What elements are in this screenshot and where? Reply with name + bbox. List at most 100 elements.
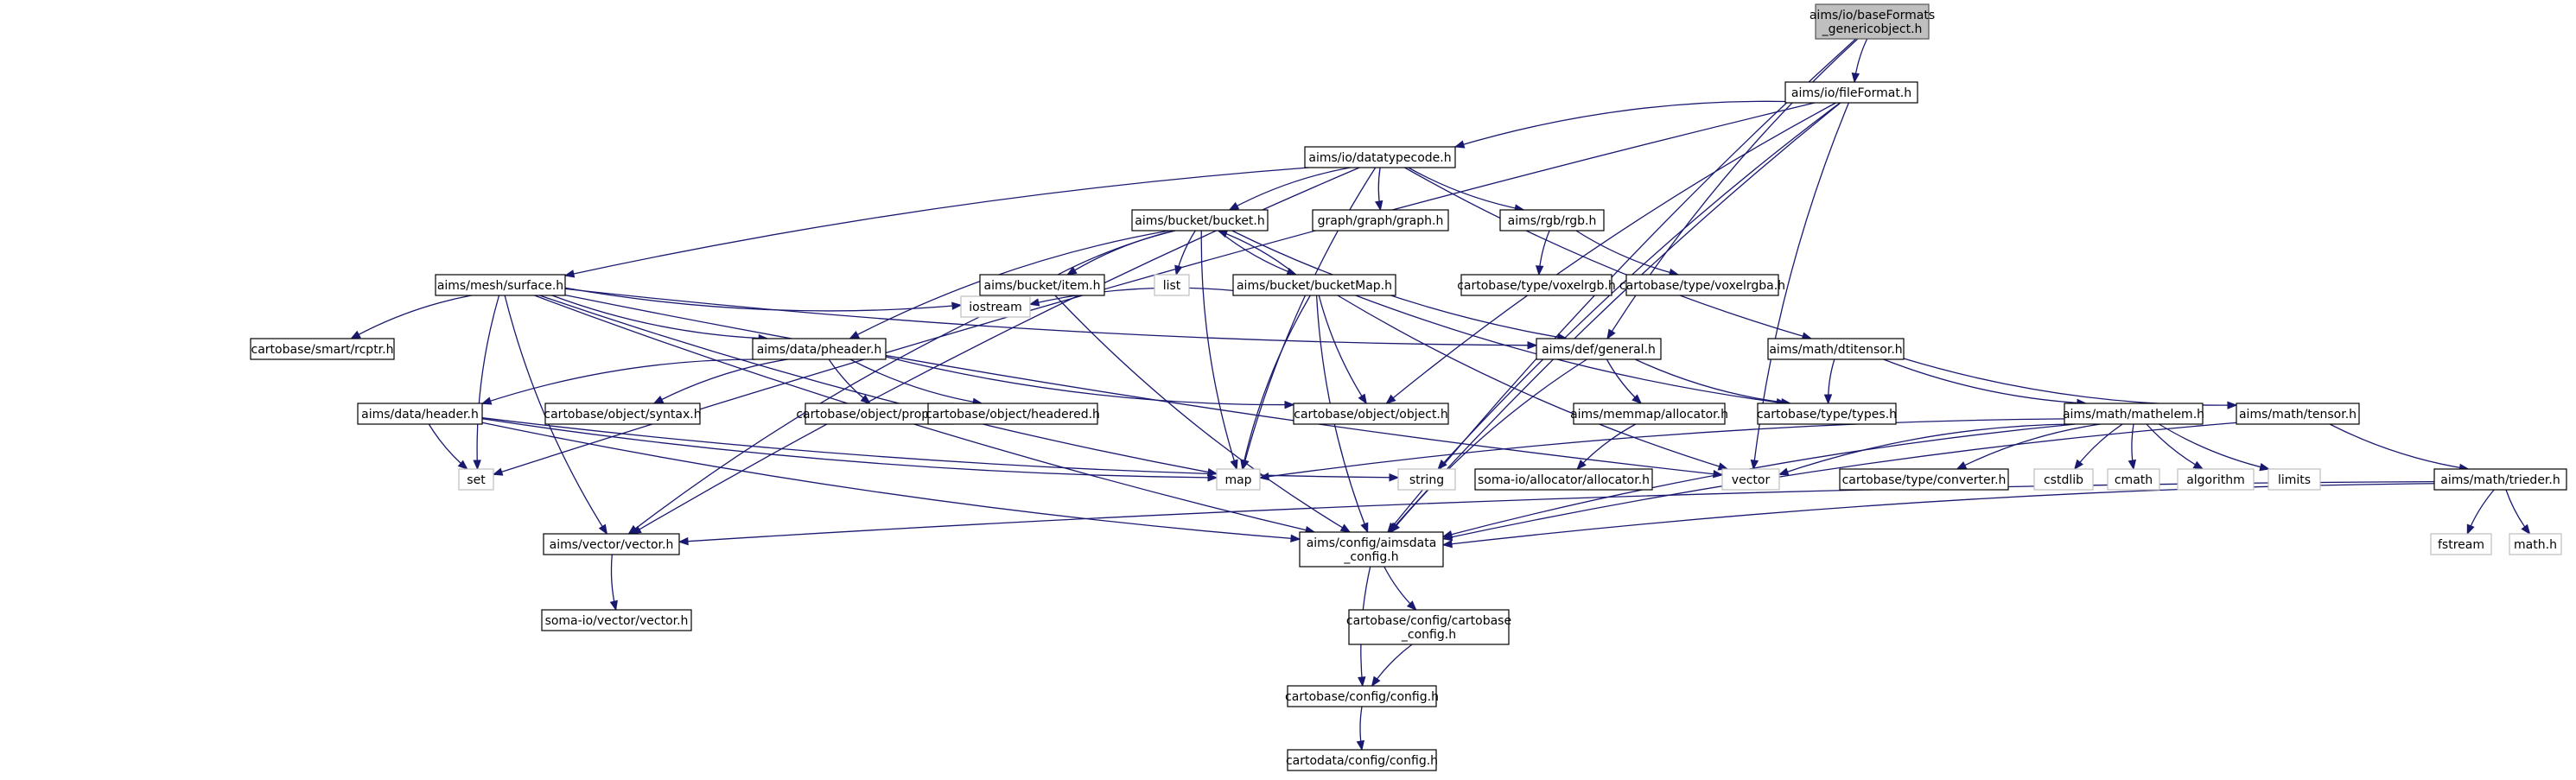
node-cartobaseconfig[interactable]: cartobase/config/cartobase_config.h [1346,609,1511,645]
node-label: aims/data/pheader.h [757,343,882,357]
node-bucketMap[interactable]: aims/bucket/bucketMap.h [1232,274,1396,296]
node-box [752,338,887,360]
node-general[interactable]: aims/def/general.h [1536,338,1662,360]
node-label: aims/bucket/item.h [984,279,1101,293]
edge-allocatorh-to-somaalloc [1576,423,1637,470]
node-box [1536,338,1662,360]
edge-arrowhead [1535,265,1544,276]
node-syntax[interactable]: cartobase/object/syntax.h [544,403,702,425]
node-aimsvector[interactable]: aims/vector/vector.h [543,533,680,555]
edge-mathelem-to-cstdlib [2074,423,2123,470]
node-box [2064,403,2204,425]
edge-mathelem-to-algorithm [2146,423,2204,470]
node-string: string [1397,468,1456,491]
node-label: _config.h [1343,550,1398,564]
node-box [1216,468,1261,491]
node-config[interactable]: cartobase/config/config.h [1285,685,1439,707]
edge-bucketMap-to-map [1242,295,1311,470]
edge-surface-to-vector [564,295,1723,476]
node-rgb[interactable]: aims/rgb/rgb.h [1499,209,1605,231]
edge-arrowhead [951,301,963,310]
edge-bucket-to-item [1066,230,1175,276]
node-header[interactable]: aims/data/header.h [357,403,483,425]
edge-arrowhead [1360,522,1369,534]
edge-bucketMap-to-bucket [1218,230,1297,276]
node-tensor[interactable]: aims/math/tensor.h [2236,403,2360,425]
edge-trieder-to-aimsdata [1442,483,2435,546]
node-dtitensor[interactable]: aims/math/dtitensor.h [1767,338,1905,360]
node-label: cartobase/config/cartobase [1346,614,1511,628]
edge-bucketMap-to-vector [1337,295,1728,470]
node-voxelrgba[interactable]: cartobase/type/voxelrgba.h [1619,274,1785,296]
node-headered[interactable]: cartobase/object/headered.h [925,403,1100,425]
node-box [1573,403,1726,425]
edge-arrowhead [1284,400,1295,409]
edge-arrowhead [1956,461,1968,470]
node-box [1287,685,1437,707]
node-label: cartobase/smart/rcptr.h [251,343,394,357]
nodes-layer: aims/io/baseFormats_genericobject.h aims/… [250,3,2567,771]
node-bucket[interactable]: aims/bucket/bucket.h [1131,209,1269,231]
node-box [2236,403,2360,425]
edge-arrowhead [627,524,639,535]
edge-arrowhead [1339,523,1352,533]
node-somaalloc[interactable]: soma-io/allocator/allocator.h [1474,468,1653,491]
node-allocatorh[interactable]: aims/memmap/allocator.h [1570,403,1728,425]
node-aimsdata[interactable]: aims/config/aimsdata_config.h [1299,531,1444,568]
edge-dtitensor-to-mathelem [1883,358,2086,404]
node-trieder[interactable]: aims/math/trieder.h [2433,468,2567,491]
node-graph[interactable]: graph/graph/graph.h [1312,209,1449,231]
node-label: cartobase/config/config.h [1285,690,1439,704]
edge-arrowhead [1207,473,1218,482]
node-voxelrgb[interactable]: cartobase/type/voxelrgb.h [1457,274,1616,296]
node-pheader[interactable]: aims/data/pheader.h [752,338,887,360]
edge-arrowhead [1385,394,1396,404]
node-cmath: cmath [2107,468,2160,491]
node-box [1784,81,1918,104]
node-rcptr[interactable]: cartobase/smart/rcptr.h [250,338,395,360]
node-types[interactable]: cartobase/type/types.h [1757,403,1897,425]
node-converter[interactable]: cartobase/type/converter.h [1839,468,2009,491]
node-box [1815,3,1930,40]
edge-arrowhead [2227,401,2238,409]
node-root[interactable]: aims/io/baseFormats_genericobject.h [1810,3,1935,40]
node-object[interactable]: cartobase/object/object.h [1293,403,1449,425]
node-label: aims/vector/vector.h [550,538,674,552]
node-fileFormat[interactable]: aims/io/fileFormat.h [1784,81,1918,104]
node-label: cstdlib [2044,473,2083,487]
edge-arrowhead [1631,394,1643,404]
node-box [250,338,395,360]
edge-mathelem-to-vector [1778,423,2074,475]
node-label: aims/math/mathelem.h [2063,408,2204,422]
node-label: set [467,473,486,487]
edge-bucket-to-map [1200,230,1237,470]
node-box [2509,533,2562,555]
node-surface[interactable]: aims/mesh/surface.h [435,274,566,296]
edge-bucket-to-pheader [849,230,1170,339]
node-label: cartobase/type/voxelrgba.h [1619,279,1785,293]
node-label: aims/bucket/bucketMap.h [1237,279,1392,293]
edge-bucketMap-to-types [1355,295,1786,404]
node-box [979,274,1105,296]
node-box [2268,468,2321,491]
edge-arrowhead [1823,394,1833,405]
node-cstdlib: cstdlib [2033,468,2094,491]
node-mathelem[interactable]: aims/math/mathelem.h [2063,403,2204,425]
node-label: vector [1732,473,1771,487]
edge-arrowhead [1174,264,1183,276]
node-box [2107,468,2160,491]
edge-arrowhead [598,523,608,536]
node-box [1312,209,1449,231]
edge-arrowhead [1390,522,1401,534]
node-item[interactable]: aims/bucket/item.h [979,274,1105,296]
edge-arrowhead [1527,341,1538,350]
node-box [544,403,701,425]
node-set: set [458,468,494,491]
edge-arrowhead [609,599,618,612]
edge-arrowhead [652,395,665,404]
node-somavector[interactable]: soma-io/vector/vector.h [541,609,692,631]
node-fstream: fstream [2430,533,2492,555]
edge-arrowhead [1290,534,1301,543]
node-datatypecode[interactable]: aims/io/datatypecode.h [1304,146,1456,168]
node-cartodataconfig[interactable]: cartodata/config/config.h [1286,749,1438,771]
